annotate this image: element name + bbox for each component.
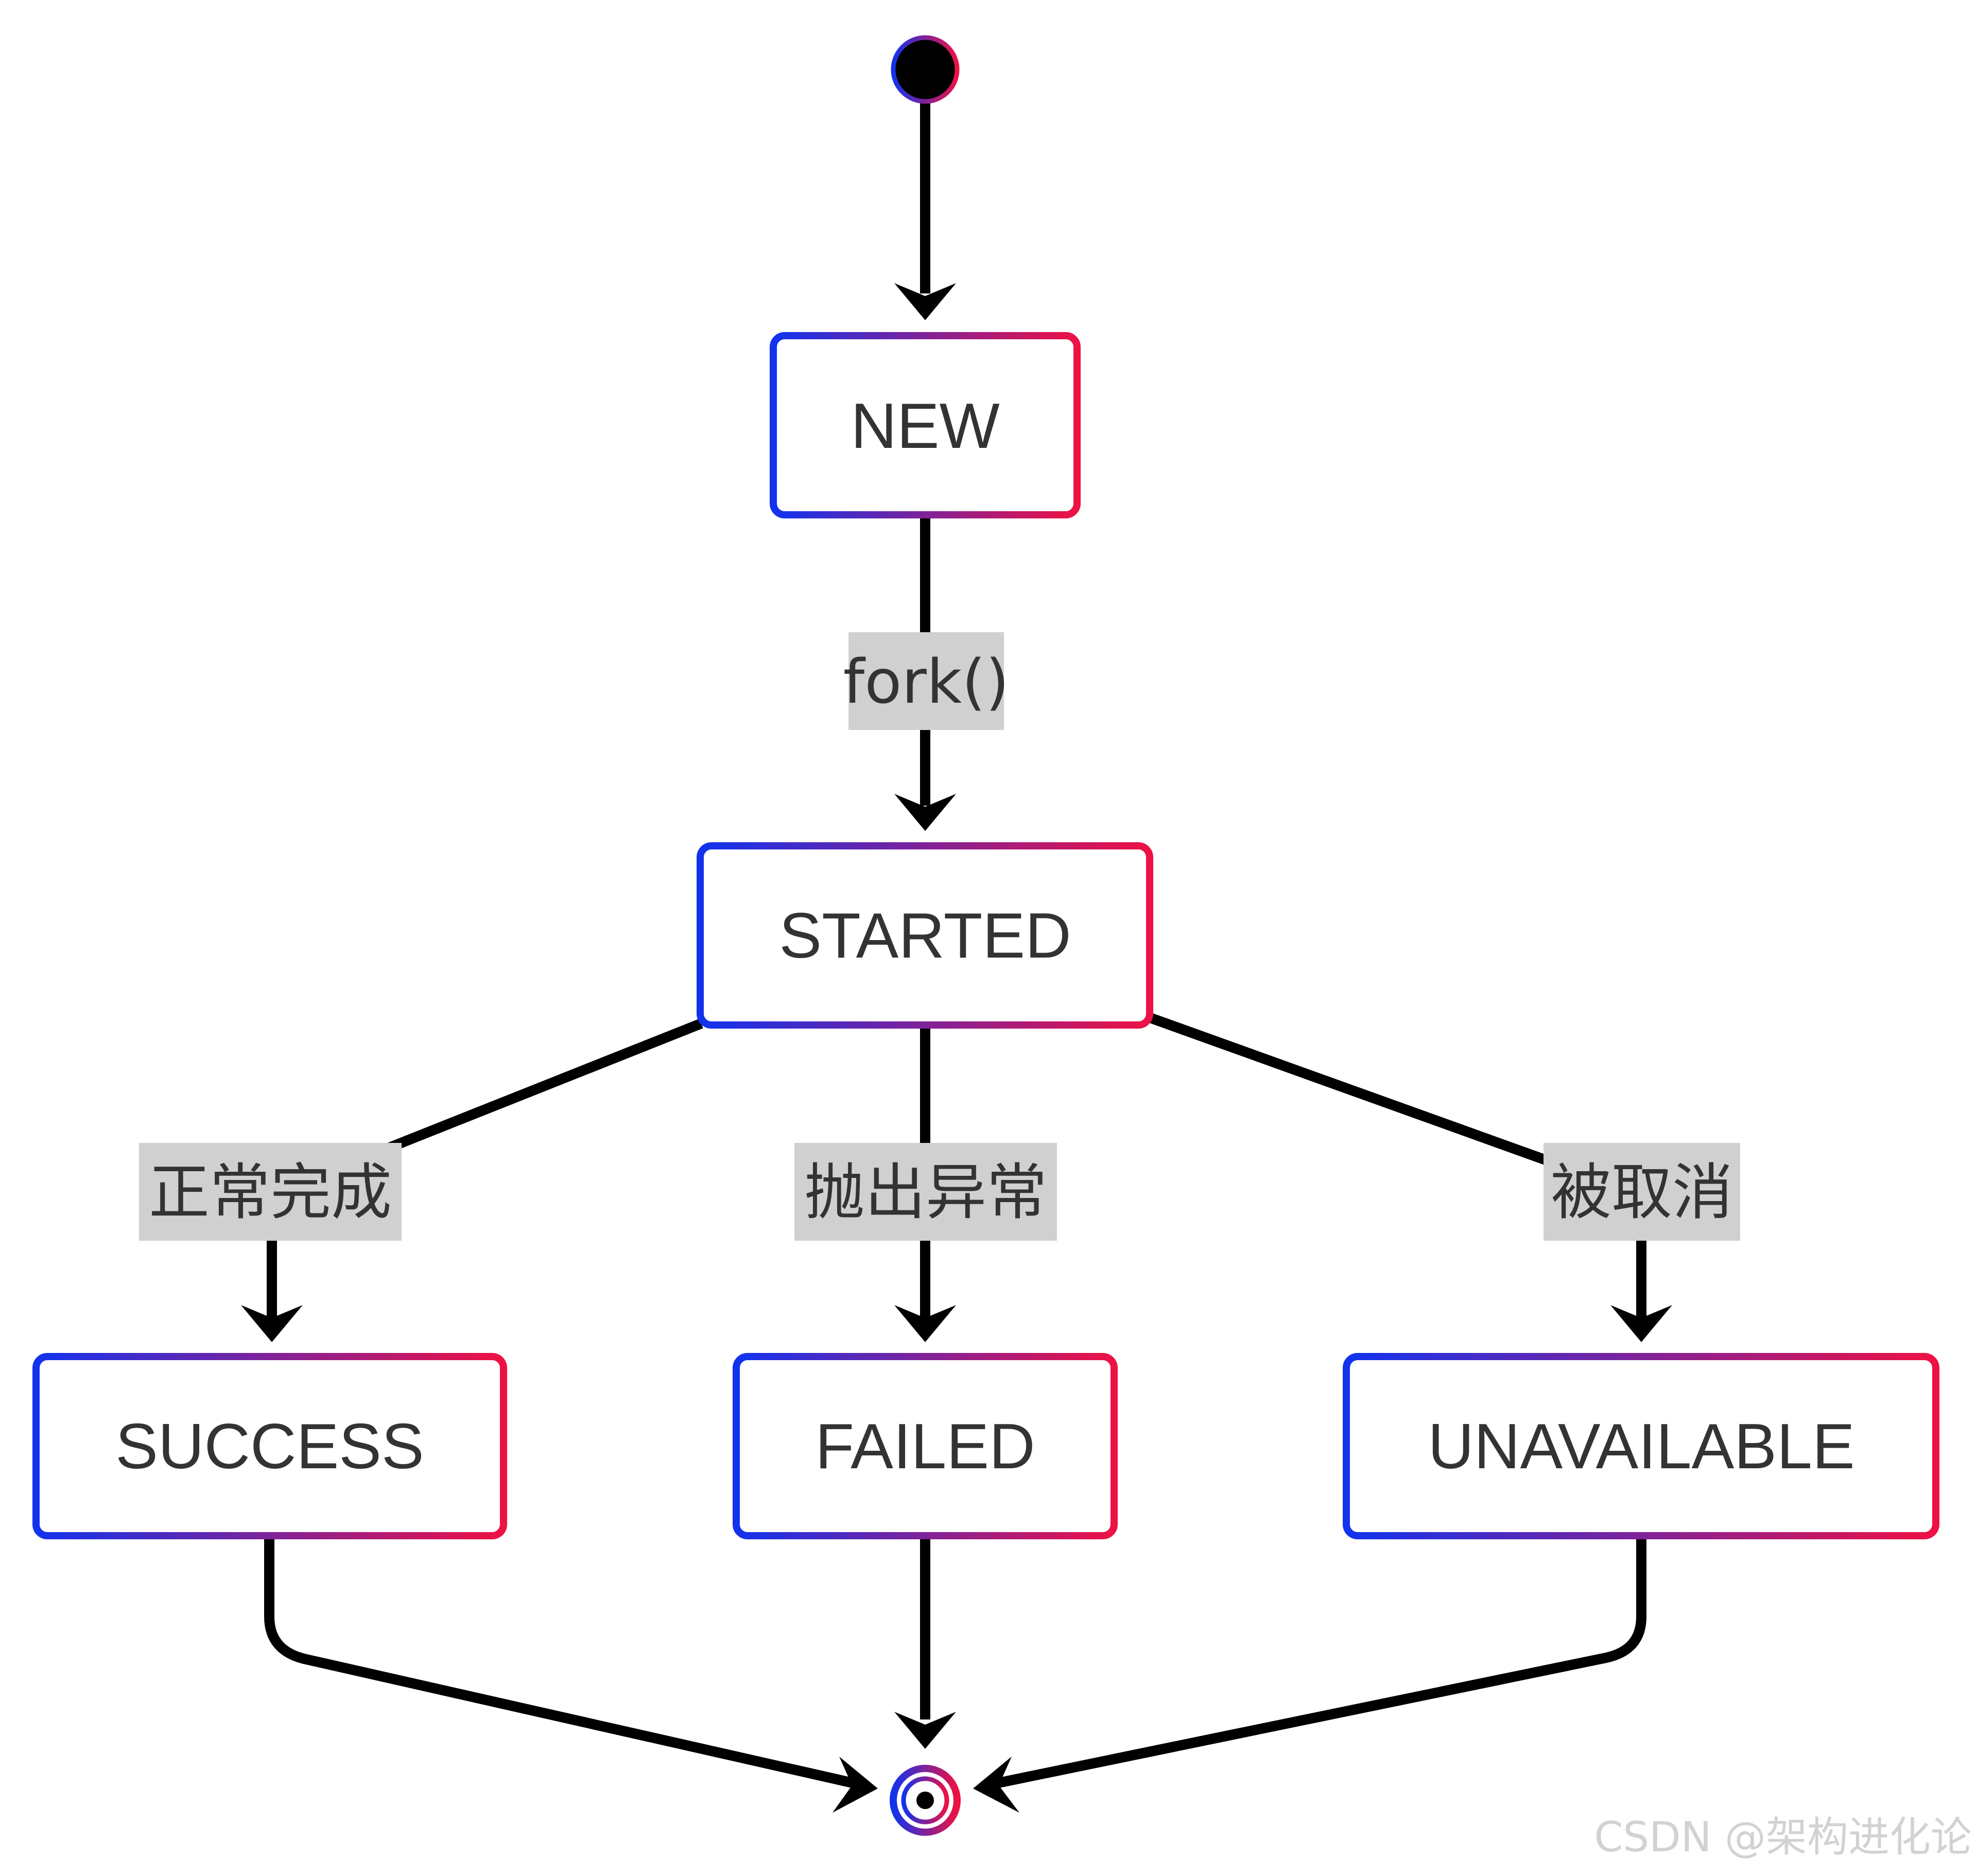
state-unavailable-label: UNAVAILABLE: [1428, 1411, 1854, 1482]
state-new-label: NEW: [851, 391, 999, 462]
state-new: NEW: [770, 332, 1081, 518]
arrowhead-started-to-unavailable: [1610, 1305, 1672, 1342]
watermark: CSDN @架构进化论: [1594, 1813, 1972, 1861]
final-state-dot: [916, 1792, 934, 1809]
arrowhead-initial-to-new: [894, 283, 956, 320]
state-unavailable: UNAVAILABLE: [1343, 1353, 1939, 1539]
state-failed-label: FAILED: [815, 1411, 1035, 1482]
label-exception-thrown-text: 抛出异常: [804, 1157, 1047, 1228]
label-normal-complete-text: 正常完成: [149, 1157, 392, 1228]
state-success-label: SUCCESS: [115, 1411, 424, 1482]
initial-state-dot: [891, 35, 960, 104]
label-fork-text: fork(): [843, 646, 1010, 717]
arrowhead-started-to-failed: [894, 1305, 956, 1342]
state-started-label: STARTED: [779, 900, 1071, 971]
label-cancelled-text: 被取消: [1551, 1157, 1733, 1228]
arrowhead-failed-to-final: [894, 1712, 956, 1749]
edge-unavailable-to-final: [995, 1539, 1646, 1788]
arrowhead-started-to-success: [241, 1305, 303, 1342]
state-failed: FAILED: [733, 1353, 1118, 1539]
edge-success-to-final: [264, 1539, 856, 1788]
final-state: [890, 1765, 961, 1836]
label-fork: fork(): [843, 632, 1010, 730]
state-started: STARTED: [697, 842, 1153, 1029]
arrowhead-new-to-started: [894, 794, 956, 831]
arrowhead-unavailable-to-final: [973, 1757, 1019, 1813]
state-success: SUCCESS: [32, 1353, 507, 1539]
label-normal-complete: 正常完成: [139, 1143, 402, 1241]
label-exception-thrown: 抛出异常: [794, 1143, 1057, 1241]
label-cancelled: 被取消: [1544, 1143, 1740, 1241]
arrowhead-success-to-final: [833, 1757, 878, 1813]
